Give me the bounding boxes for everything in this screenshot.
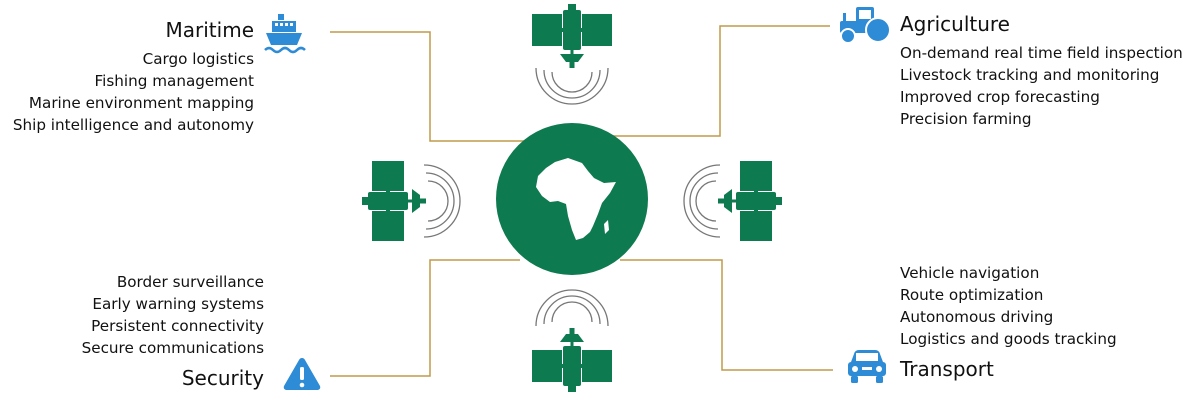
agriculture-section: Agriculture	[900, 12, 1010, 36]
connector-agriculture	[612, 25, 830, 137]
security-title: Security	[181, 366, 264, 390]
list-item: Vehicle navigation	[900, 264, 1040, 282]
transport-list: Vehicle navigation Route optimization Au…	[900, 262, 1117, 350]
security-list: Border surveillance Early warning system…	[82, 271, 264, 359]
car-icon	[848, 350, 886, 383]
list-item: Border surveillance	[116, 273, 264, 291]
maritime-section: Maritime	[166, 18, 254, 48]
transport-title: Transport	[900, 357, 994, 381]
maritime-list: Cargo logistics Fishing management Marin…	[13, 48, 254, 136]
list-item: Fishing management	[94, 72, 254, 90]
agriculture-title: Agriculture	[900, 12, 1010, 36]
list-item: Marine environment mapping	[28, 94, 254, 112]
list-item: Secure communications	[81, 339, 264, 357]
list-item: Logistics and goods tracking	[900, 330, 1117, 348]
ship-icon	[264, 14, 306, 54]
list-item: Persistent connectivity	[91, 317, 264, 335]
maritime-title: Maritime	[165, 18, 254, 42]
list-item: Cargo logistics	[142, 50, 254, 68]
list-item: Ship intelligence and autonomy	[12, 116, 254, 134]
tractor-icon	[840, 7, 891, 44]
satellite-left	[362, 161, 461, 241]
list-item: Precision farming	[900, 110, 1032, 128]
connector-lines	[330, 25, 833, 377]
list-item: On-demand real time field inspection	[900, 44, 1183, 62]
satellite-right	[683, 161, 782, 241]
list-item: Early warning systems	[92, 295, 264, 313]
list-item: Improved crop forecasting	[900, 88, 1100, 106]
transport-section: Transport	[900, 357, 994, 381]
list-item: Route optimization	[900, 286, 1044, 304]
connector-maritime	[330, 31, 530, 142]
africa-globe-icon	[496, 123, 648, 275]
agriculture-list: On-demand real time field inspection Liv…	[900, 42, 1183, 130]
list-item: Autonomous driving	[900, 308, 1054, 326]
connector-security	[330, 259, 520, 377]
warning-icon	[283, 358, 321, 390]
security-section: Security	[182, 366, 264, 390]
satellite-top	[532, 4, 612, 105]
africa-shape	[536, 158, 616, 240]
satellite-bottom	[532, 289, 612, 392]
list-item: Livestock tracking and monitoring	[900, 66, 1160, 84]
connector-transport	[620, 259, 833, 371]
